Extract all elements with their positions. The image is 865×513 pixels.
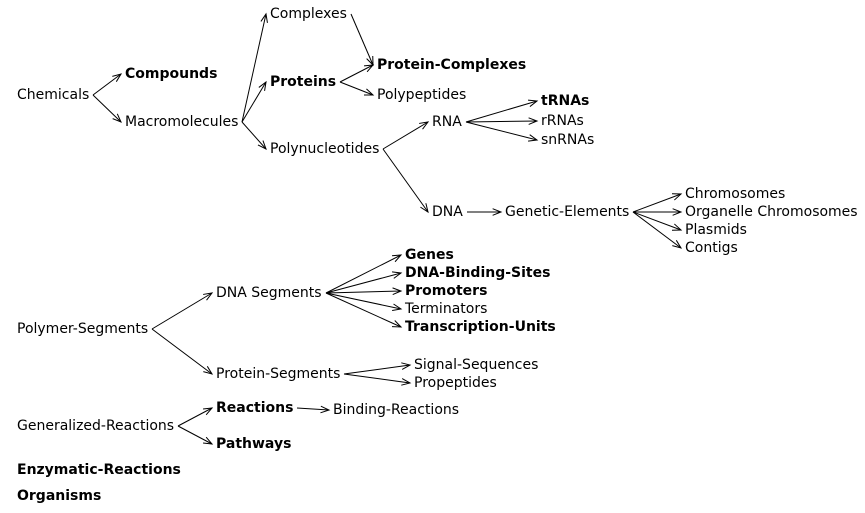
arrow-rna-to-snrnas [465, 121, 539, 142]
node-macromolecules: Macromolecules [125, 114, 239, 130]
node-rrnas: rRNAs [541, 113, 584, 129]
arrow-chemicals-to-macromolecules [92, 94, 122, 123]
arrow-protein-segments-to-signal-sequences [343, 362, 412, 375]
arrow-protein-segments-to-propeptides [343, 373, 412, 386]
node-pathways: Pathways [216, 436, 292, 452]
arrow-dna-segments-to-transcription-units [325, 292, 403, 328]
arrow-chemicals-to-compounds [92, 73, 123, 96]
arrow-proteins-to-protein-complexes [339, 64, 375, 83]
arrow-dna-segments-to-terminators [325, 292, 403, 312]
node-complexes: Complexes [270, 6, 347, 22]
node-genetic-elements: Genetic-Elements [505, 204, 630, 220]
arrow-dna-to-genetic-elements [467, 208, 503, 216]
node-compounds: Compounds [125, 66, 218, 82]
node-terminators: Terminators [405, 301, 488, 317]
node-generalized-reactions: Generalized-Reactions [17, 418, 175, 434]
arrow-genetic-elements-to-organelle-chromosomes [633, 208, 683, 216]
node-enzymatic-reactions: Enzymatic-Reactions [17, 462, 181, 478]
node-reactions: Reactions [216, 400, 294, 416]
arrow-dna-segments-to-promoters [325, 287, 403, 296]
node-snrnas: snRNAs [541, 132, 595, 148]
arrow-generalized-reactions-to-reactions [177, 407, 214, 427]
arrow-macromolecules-to-complexes [241, 12, 268, 123]
node-proteins: Proteins [270, 74, 337, 90]
arrow-reactions-to-binding-reactions [296, 405, 331, 414]
node-organelle-chromosomes: Organelle Chromosomes [685, 204, 858, 220]
node-trnas: tRNAs [541, 93, 590, 109]
arrow-polynucleotides-to-dna [382, 148, 429, 214]
node-signal-sequences: Signal-Sequences [414, 357, 539, 373]
arrow-polymer-segments-to-protein-segments [151, 328, 214, 375]
node-protein-complexes: Protein-Complexes [377, 57, 527, 73]
node-polymer-segments: Polymer-Segments [17, 321, 149, 337]
arrow-rna-to-rrnas [465, 117, 539, 125]
arrow-genetic-elements-to-chromosomes [632, 193, 683, 213]
arrow-polynucleotides-to-rna [382, 121, 430, 150]
arrow-genetic-elements-to-plasmids [632, 211, 683, 231]
arrow-genetic-elements-to-contigs [632, 211, 683, 249]
node-rna: RNA [432, 114, 462, 130]
arrow-macromolecules-to-proteins [241, 80, 267, 123]
node-chromosomes: Chromosomes [685, 186, 786, 202]
arrow-dna-segments-to-genes [325, 254, 403, 294]
node-protein-segments: Protein-Segments [216, 366, 341, 382]
arrow-macromolecules-to-polynucleotides [241, 121, 267, 151]
node-organisms: Organisms [17, 488, 102, 504]
node-transcription-units: Transcription-Units [405, 319, 556, 335]
arrow-proteins-to-polypeptides [339, 81, 375, 96]
node-chemicals: Chemicals [17, 87, 90, 103]
arrow-complexes-to-protein-complexes [350, 13, 374, 67]
node-genes: Genes [405, 247, 454, 263]
node-polypeptides: Polypeptides [377, 87, 467, 103]
node-plasmids: Plasmids [685, 222, 747, 238]
arrow-dna-segments-to-dna-binding-sites [325, 271, 403, 294]
node-contigs: Contigs [685, 240, 738, 256]
node-propeptides: Propeptides [414, 375, 497, 391]
node-dna: DNA [432, 204, 463, 220]
node-dna-binding-sites: DNA-Binding-Sites [405, 265, 551, 281]
node-polynucleotides: Polynucleotides [270, 141, 380, 157]
node-dna-segments: DNA Segments [216, 285, 322, 301]
node-promoters: Promoters [405, 283, 488, 299]
arrow-polymer-segments-to-dna-segments [151, 292, 214, 330]
arrow-rna-to-trnas [465, 99, 539, 123]
node-binding-reactions: Binding-Reactions [333, 402, 460, 418]
arrow-generalized-reactions-to-pathways [177, 425, 214, 445]
